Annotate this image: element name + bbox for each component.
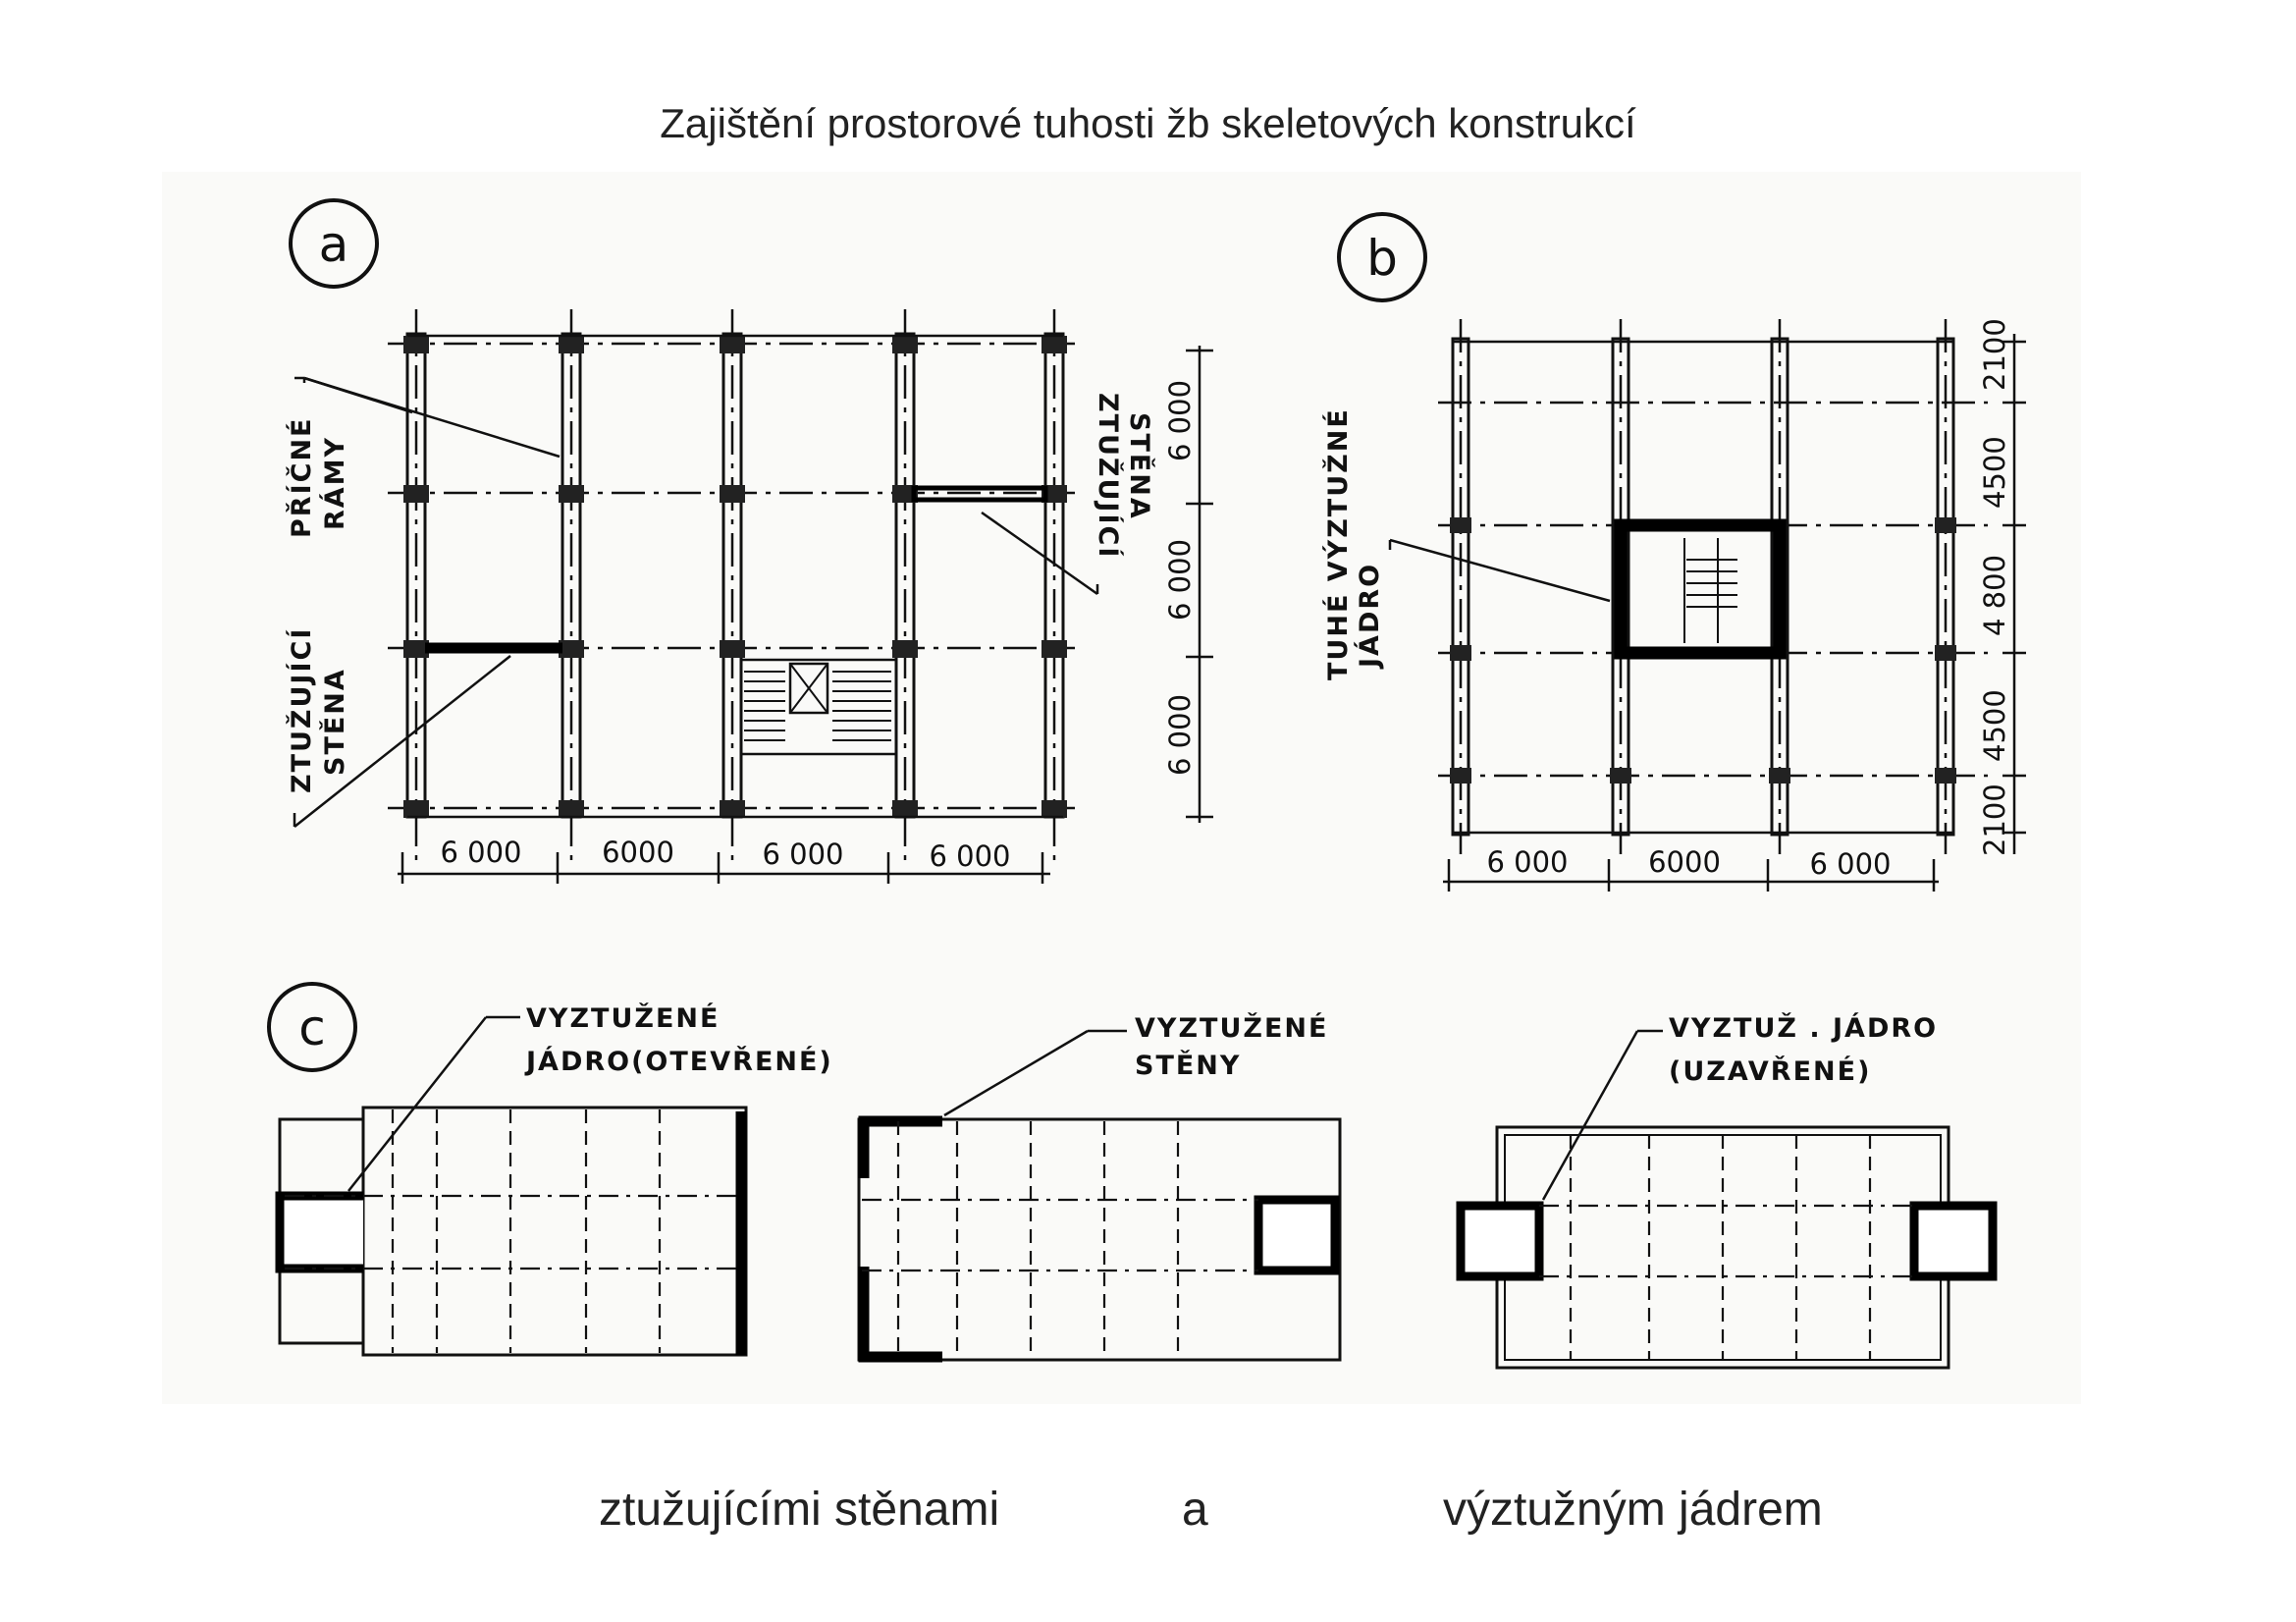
panel-b: b xyxy=(1322,212,2026,892)
dim-b-y-3: 4 800 xyxy=(1978,555,2011,636)
panel-c: c VYZTUŽENÉ JÁDRO(OTEVŘENÉ) VYZTUŽENÉ ST… xyxy=(267,982,1998,1370)
dim-a-x-2: 6000 xyxy=(602,836,674,869)
dim-b-y-2: 4500 xyxy=(1978,436,2011,509)
callout-transverse-frames: PŘÍČNÉ RÁMY xyxy=(286,376,561,538)
callout-c2-line1: VYZTUŽENÉ xyxy=(1135,1012,1328,1044)
page-title: Zajištění prostorové tuhosti žb skeletov… xyxy=(660,100,1636,146)
callout-c2-line2: STĚNY xyxy=(1135,1050,1241,1081)
dim-a-y-1: 6 000 xyxy=(1163,380,1197,461)
dim-b-x-1: 6 000 xyxy=(1486,845,1568,879)
panel-a: a xyxy=(286,198,1213,884)
callout-c3-line1: VYZTUŽ . JÁDRO xyxy=(1669,1012,1938,1044)
callout-wall-left-line1: ZTUŽUJÍCÍ xyxy=(286,627,317,793)
panel-c-badge xyxy=(267,982,357,1072)
dimension-line-x-a: 6 000 6000 6 000 6 000 xyxy=(398,836,1050,884)
dim-b-x-3: 6 000 xyxy=(1809,847,1891,881)
plan-closed-cores: VYZTUŽ . JÁDRO (UZAVŘENÉ) xyxy=(1456,1012,1998,1370)
callout-frames-line1: PŘÍČNÉ xyxy=(286,417,317,538)
scanned-drawing-background xyxy=(162,172,2081,1404)
callout-c1-line2: JÁDRO(OTEVŘENÉ) xyxy=(524,1046,833,1077)
dim-b-y-4: 4500 xyxy=(1978,689,2011,762)
panel-a-label: a xyxy=(319,216,349,273)
dimension-line-y-b: 2100 4500 4 800 4500 2100 xyxy=(1978,318,2026,856)
caption-right: výztužným jádrem xyxy=(1443,1484,1823,1536)
stiffening-wall-right xyxy=(911,485,1048,503)
dimension-line-y-a: 6 000 6 000 6 000 xyxy=(1163,346,1213,823)
callout-stiffening-wall-left: ZTUŽUJÍCÍ STĚNA xyxy=(286,627,511,828)
caption-middle: a xyxy=(1182,1484,1208,1536)
panel-b-badge xyxy=(1337,212,1427,302)
dim-a-x-4: 6 000 xyxy=(929,839,1010,873)
callout-wall-left-line2: STĚNA xyxy=(319,668,350,776)
dim-b-y-5: 2100 xyxy=(1978,784,2011,856)
rigid-core xyxy=(1614,518,1787,660)
plan-open-core: VYZTUŽENÉ JÁDRO(OTEVŘENÉ) xyxy=(275,1002,833,1357)
callout-c3-line2: (UZAVŘENÉ) xyxy=(1669,1055,1871,1087)
callout-stiffening-wall-right: ZTUŽUJÍCÍ STĚNA xyxy=(981,393,1155,596)
plan-stiffening-walls: VYZTUŽENÉ STĚNY xyxy=(857,1012,1342,1363)
panel-b-label: b xyxy=(1366,230,1398,287)
dimension-line-x-b: 6 000 6000 6 000 xyxy=(1443,845,1939,892)
callout-c1-line1: VYZTUŽENÉ xyxy=(526,1002,720,1034)
callout-wall-right-line1: ZTUŽUJÍCÍ xyxy=(1093,393,1124,559)
dim-a-x-3: 6 000 xyxy=(762,838,843,871)
callout-core-line2: JÁDRO xyxy=(1354,563,1385,670)
panel-a-badge xyxy=(289,198,379,289)
callout-frames-line2: RÁMY xyxy=(319,436,350,530)
staircase xyxy=(739,658,898,756)
dim-a-y-2: 6 000 xyxy=(1163,539,1197,621)
callout-core-line1: TUHÉ VÝZTUŽNÉ xyxy=(1322,407,1354,680)
caption-left: ztužujícími stěnami xyxy=(599,1484,1000,1536)
callout-rigid-core: TUHÉ VÝZTUŽNÉ JÁDRO xyxy=(1322,407,1611,680)
dim-b-y-1: 2100 xyxy=(1978,318,2011,391)
dim-a-x-1: 6 000 xyxy=(440,836,521,869)
panel-c-label: c xyxy=(298,1000,326,1056)
transverse-frames xyxy=(405,332,1065,819)
dim-a-y-3: 6 000 xyxy=(1163,694,1197,776)
callout-wall-right-line2: STĚNA xyxy=(1124,412,1155,520)
dim-b-x-2: 6000 xyxy=(1648,845,1721,879)
